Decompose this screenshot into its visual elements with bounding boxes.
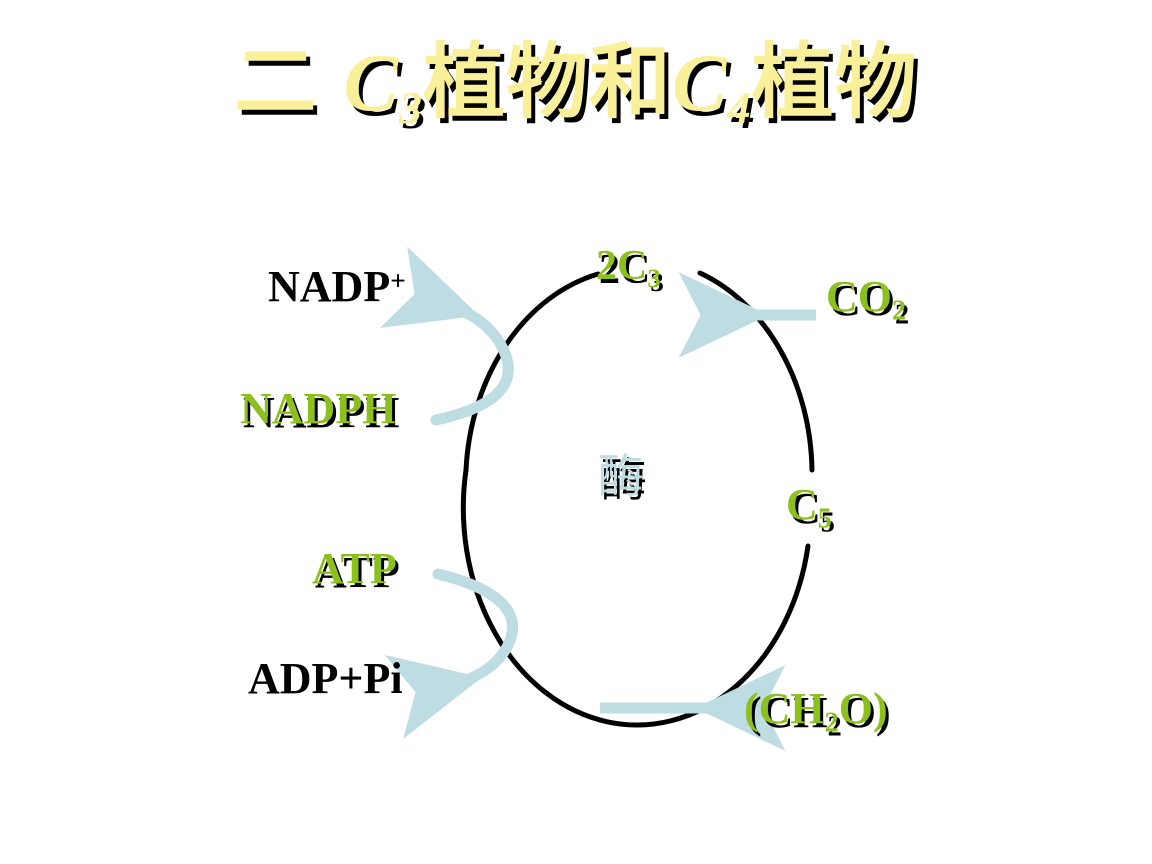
- label-enzyme: 酶: [598, 452, 644, 500]
- title-c4-subscript: 4: [727, 81, 752, 133]
- label-adp-pi-text: ADP+Pi: [248, 654, 403, 703]
- cycle-arc-upper-right: [697, 270, 815, 473]
- label-co2: CO2: [826, 272, 907, 327]
- label-atp-text: ATP: [312, 544, 397, 593]
- label-ch2o-subscript: 2: [824, 707, 839, 739]
- label-two-c3-base: 2C: [596, 243, 648, 289]
- label-ch2o-open: (CH: [744, 684, 825, 733]
- label-c5: C5: [786, 480, 832, 535]
- label-c5-base: C: [786, 480, 818, 529]
- label-nadph-text: NADPH: [240, 384, 397, 433]
- label-two-c3-subscript: 3: [647, 263, 661, 294]
- label-adp-pi: ADP+Pi: [248, 654, 403, 703]
- label-nadp-plus-base: NADP: [268, 262, 391, 311]
- label-ch2o: (CH2O): [744, 684, 914, 739]
- title-c3-word: 植物: [422, 37, 589, 128]
- title-c4-letter: C: [672, 37, 728, 128]
- label-nadp-plus: NADP+: [268, 262, 406, 311]
- title-prefix: 二: [234, 37, 318, 128]
- label-nadph: NADPH: [240, 384, 397, 433]
- label-c5-subscript: 5: [817, 503, 832, 535]
- label-enzyme-text: 酶: [598, 449, 644, 503]
- label-nadp-plus-superscript: +: [390, 265, 406, 296]
- title-c3-subscript: 3: [399, 81, 423, 133]
- label-atp: ATP: [312, 544, 397, 593]
- label-ch2o-tail: O: [838, 684, 873, 733]
- title-conjunction: 和: [589, 37, 673, 128]
- arrow-atp-to-adp: [384, 568, 518, 739]
- cycle-arc-upper-left: [463, 271, 601, 473]
- label-co2-subscript: 2: [892, 295, 907, 327]
- label-co2-base: CO: [826, 272, 892, 321]
- cycle-arc-lower: [460, 467, 811, 728]
- label-ch2o-close: ): [872, 684, 888, 733]
- title-c4-word: 植物: [751, 37, 918, 128]
- title-c3-letter: C: [343, 37, 400, 128]
- label-two-c3: 2C3: [596, 244, 661, 292]
- arrow-nadph-to-nadp: [380, 246, 514, 426]
